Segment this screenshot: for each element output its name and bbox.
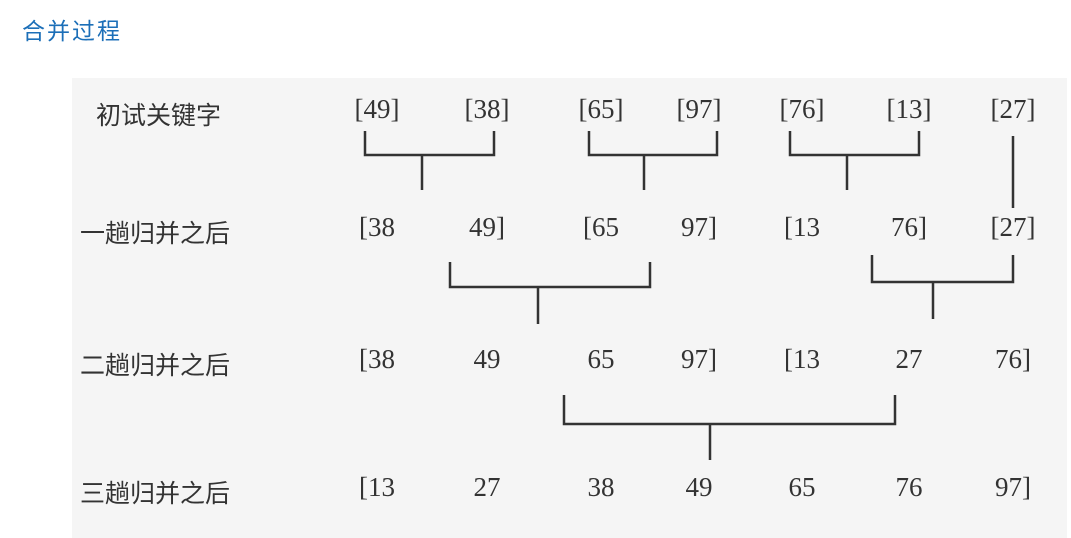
section-heading: 合并过程 <box>22 19 122 45</box>
merge-bracket <box>587 131 719 190</box>
cell: [76] <box>779 94 825 124</box>
cell: 49] <box>469 212 505 242</box>
cell: [38] <box>464 94 510 124</box>
cell: [13 <box>784 212 820 242</box>
cell: [97] <box>676 94 722 124</box>
cell: [27] <box>990 212 1036 242</box>
merge-bracket <box>363 131 496 190</box>
cell: 38 <box>587 472 615 502</box>
row-label-pass-1: 一趟归并之后 <box>80 219 231 248</box>
merge-bracket <box>448 262 652 324</box>
cell: [13 <box>359 472 395 502</box>
row-label-pass-2: 二趟归并之后 <box>80 351 231 380</box>
cell: [49] <box>354 94 400 124</box>
cell: [27] <box>990 94 1036 124</box>
cell: [38 <box>359 344 395 374</box>
cell: 76] <box>995 344 1031 374</box>
cell: 65 <box>587 344 615 374</box>
cell: [65] <box>578 94 624 124</box>
cell: 49 <box>685 472 713 502</box>
cell: 27 <box>895 344 923 374</box>
merge-brackets <box>363 131 1015 460</box>
row-label-pass-3: 三趟归并之后 <box>80 479 231 508</box>
cell: 97] <box>681 344 717 374</box>
cell: [13 <box>784 344 820 374</box>
cell: 27 <box>473 472 501 502</box>
cell: 97] <box>681 212 717 242</box>
merge-sort-diagram: 初试关键字 [49] [38] [65] [97] [76] [13] [27]… <box>72 78 1067 538</box>
cell: 97] <box>995 472 1031 502</box>
cell: 76 <box>895 472 923 502</box>
merge-bracket <box>870 255 1015 319</box>
cell: 65 <box>788 472 816 502</box>
merge-bracket <box>788 131 921 190</box>
cell: [13] <box>886 94 932 124</box>
row-label-initial: 初试关键字 <box>96 101 222 130</box>
cell: 76] <box>891 212 927 242</box>
merge-bracket <box>562 395 897 460</box>
cell: [38 <box>359 212 395 242</box>
cell: [65 <box>583 212 619 242</box>
cell: 49 <box>473 344 501 374</box>
